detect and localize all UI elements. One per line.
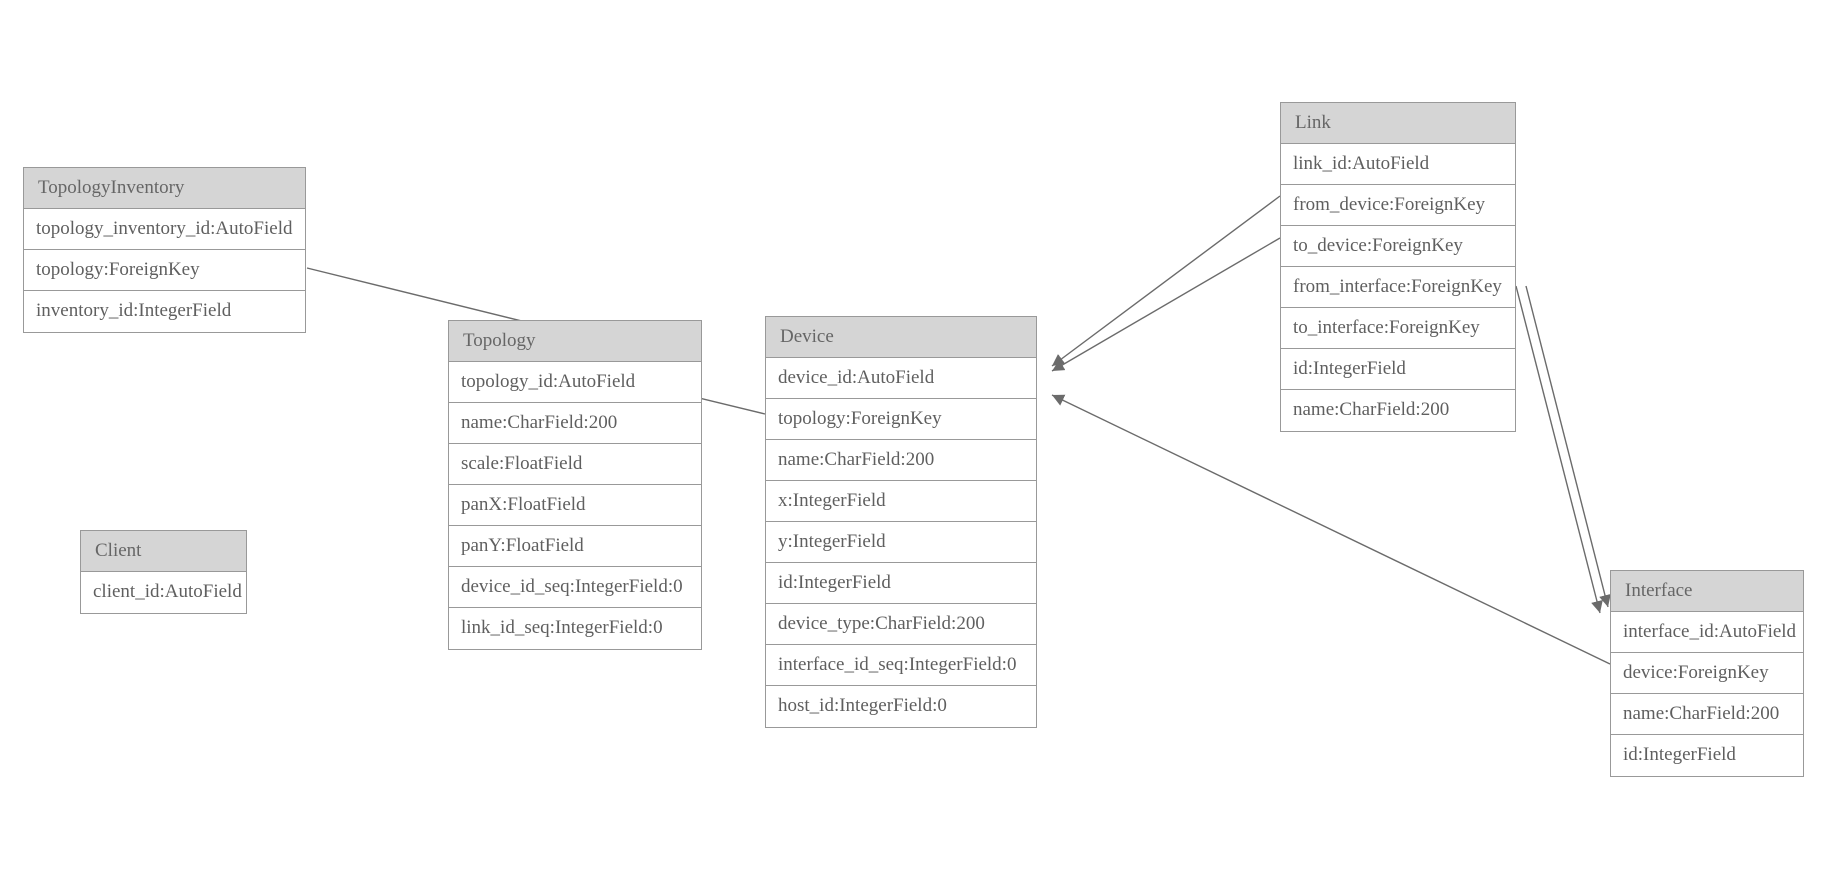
edge-link-fromdevice-device xyxy=(1051,195,1281,367)
edge-link-todevice-device xyxy=(1051,237,1281,372)
entity-field: name:CharField:200 xyxy=(1611,694,1803,735)
entity-field: inventory_id:IntegerField xyxy=(24,291,305,332)
entity-field: y:IntegerField xyxy=(766,522,1036,563)
entity-field: id:IntegerField xyxy=(1281,349,1515,390)
entity-field: to_interface:ForeignKey xyxy=(1281,308,1515,349)
entity-field: name:CharField:200 xyxy=(1281,390,1515,431)
entity-field: topology:ForeignKey xyxy=(766,399,1036,440)
edge-interface-device xyxy=(1051,394,1611,665)
entity-title-topology_inventory: TopologyInventory xyxy=(24,168,305,209)
entity-field: client_id:AutoField xyxy=(81,572,246,613)
entity-field: name:CharField:200 xyxy=(449,403,701,444)
entity-field: device_id:AutoField xyxy=(766,358,1036,399)
entity-field: x:IntegerField xyxy=(766,481,1036,522)
entity-field: link_id:AutoField xyxy=(1281,144,1515,185)
entity-field: name:CharField:200 xyxy=(766,440,1036,481)
entity-field: device_type:CharField:200 xyxy=(766,604,1036,645)
entity-field: device_id_seq:IntegerField:0 xyxy=(449,567,701,608)
entity-title-device: Device xyxy=(766,317,1036,358)
entity-field: topology:ForeignKey xyxy=(24,250,305,291)
entity-title-topology: Topology xyxy=(449,321,701,362)
entity-title-client: Client xyxy=(81,531,246,572)
entity-field: scale:FloatField xyxy=(449,444,701,485)
entity-field: topology_inventory_id:AutoField xyxy=(24,209,305,250)
entity-field: to_device:ForeignKey xyxy=(1281,226,1515,267)
entity-field: topology_id:AutoField xyxy=(449,362,701,403)
entity-field: interface_id_seq:IntegerField:0 xyxy=(766,645,1036,686)
entity-field: from_interface:ForeignKey xyxy=(1281,267,1515,308)
entity-field: from_device:ForeignKey xyxy=(1281,185,1515,226)
entity-field: device:ForeignKey xyxy=(1611,653,1803,694)
entity-field: panX:FloatField xyxy=(449,485,701,526)
entity-field: id:IntegerField xyxy=(766,563,1036,604)
entity-field: link_id_seq:IntegerField:0 xyxy=(449,608,701,649)
entity-title-link: Link xyxy=(1281,103,1515,144)
entity-field: interface_id:AutoField xyxy=(1611,612,1803,653)
entity-field: host_id:IntegerField:0 xyxy=(766,686,1036,727)
edge-link-tointerface-interface xyxy=(1525,285,1611,608)
entity-field: id:IntegerField xyxy=(1611,735,1803,776)
entity-field: panY:FloatField xyxy=(449,526,701,567)
edge-link-frominterface-interface xyxy=(1515,285,1603,614)
entity-title-interface: Interface xyxy=(1611,571,1803,612)
